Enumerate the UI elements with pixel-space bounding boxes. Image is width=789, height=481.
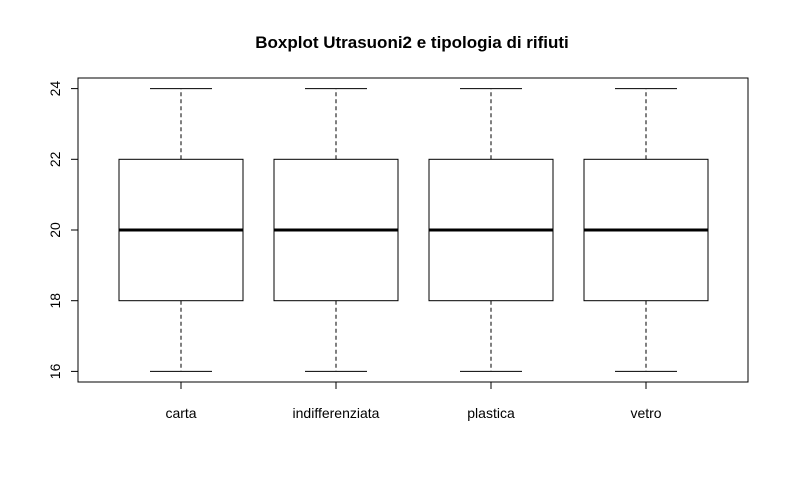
box-carta (118, 88, 244, 372)
x-tick-label-vetro: vetro (630, 405, 661, 421)
box-plastica (428, 88, 554, 372)
x-tick-label-carta: carta (165, 405, 196, 421)
box-vetro (583, 88, 709, 372)
y-axis: 16 18 20 22 24 (47, 81, 79, 379)
x-tick-label-indifferenziata: indifferenziata (293, 405, 380, 421)
x-tick-label-plastica: plastica (467, 405, 515, 421)
y-tick-label: 16 (47, 363, 63, 379)
chart-title: Boxplot Utrasuoni2 e tipologia di rifiut… (255, 33, 569, 52)
y-tick-label: 24 (47, 81, 63, 97)
box-indifferenziata (273, 88, 399, 372)
box-group (118, 88, 709, 372)
y-tick-label: 18 (47, 293, 63, 309)
y-tick-label: 20 (47, 222, 63, 238)
y-tick-label: 22 (47, 151, 63, 167)
x-axis: carta indifferenziata plastica vetro (165, 381, 662, 421)
